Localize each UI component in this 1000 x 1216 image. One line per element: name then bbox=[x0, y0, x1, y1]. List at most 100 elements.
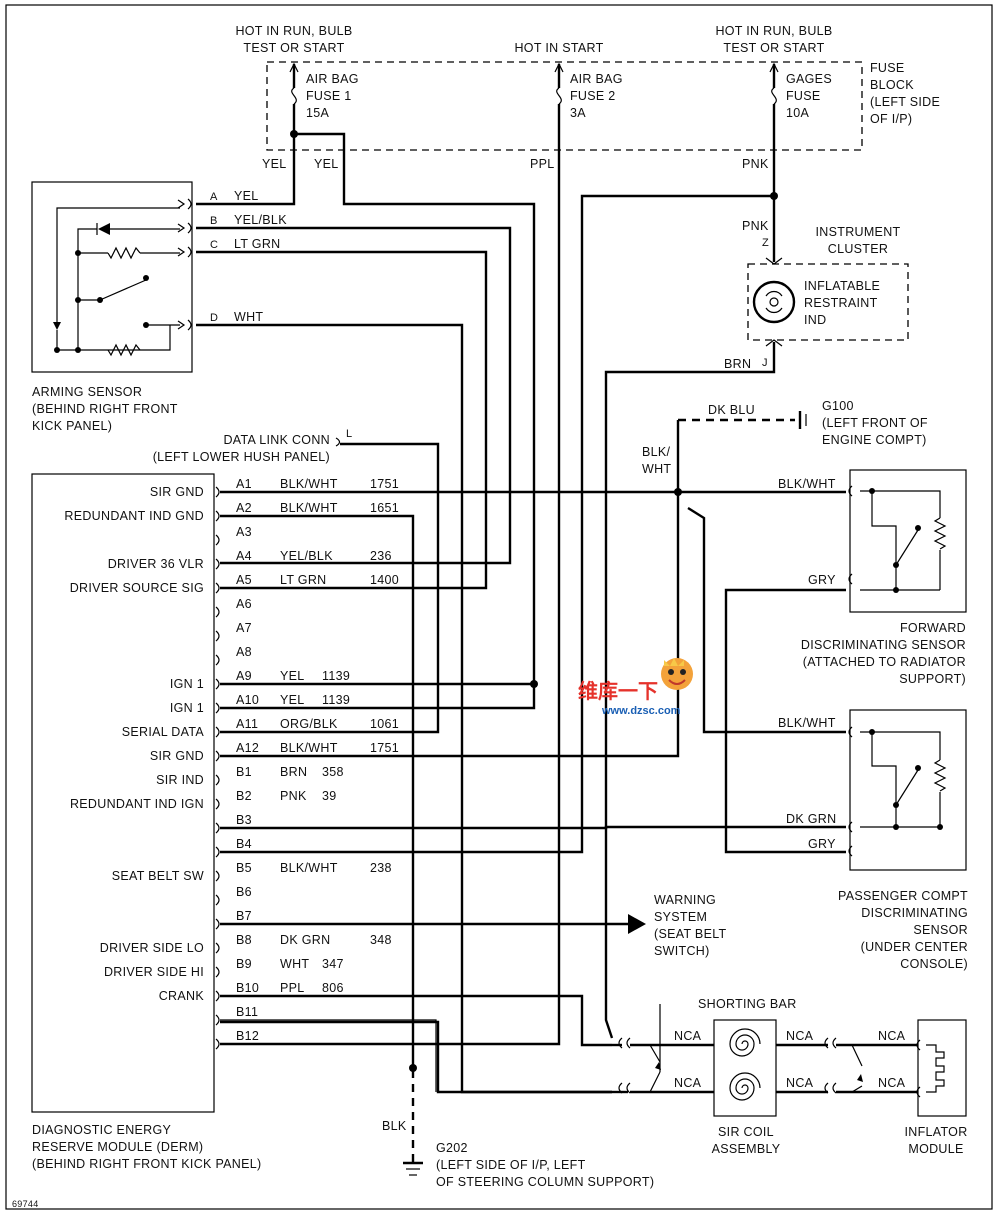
derm-func-B2: REDUNDANT IND IGN bbox=[70, 797, 204, 811]
derm-wire-A10: YEL bbox=[280, 693, 305, 707]
forward-label-line-1: DISCRIMINATING SENSOR bbox=[801, 638, 966, 652]
watermark-url: www.dzsc.com bbox=[601, 705, 681, 717]
derm-wire-B2: PNK bbox=[280, 789, 307, 803]
arming-sensor-box bbox=[31, 181, 193, 373]
derm-connector-B11 bbox=[215, 1014, 220, 1026]
derm-pin-A10: A10 bbox=[236, 693, 259, 707]
derm-connector-B8 bbox=[215, 942, 220, 954]
g100-line-0: G100 bbox=[822, 399, 854, 413]
derm-wire-A5: LT GRN bbox=[280, 573, 326, 587]
fuse-airbag1-line-1: FUSE 1 bbox=[306, 89, 352, 103]
derm-circuit-A10: 1139 bbox=[322, 693, 350, 707]
g100-line-2: ENGINE COMPT) bbox=[822, 433, 927, 447]
derm-circuit-A12: 1751 bbox=[370, 741, 399, 755]
derm-pin-B4: B4 bbox=[236, 837, 252, 851]
derm-pin-A8: A8 bbox=[236, 645, 252, 659]
data-link-line-1: (LEFT LOWER HUSH PANEL) bbox=[153, 450, 330, 464]
derm-pin-B11: B11 bbox=[236, 1005, 258, 1019]
nca-label-1: NCA bbox=[674, 1029, 702, 1043]
derm-func-B10: CRANK bbox=[159, 989, 205, 1003]
pass-wire-dk-grn: DK GRN bbox=[786, 812, 836, 826]
derm-connector-B1 bbox=[215, 774, 220, 786]
derm-pin-B10: B10 bbox=[236, 981, 259, 995]
derm-connector-A1 bbox=[215, 486, 220, 498]
derm-wire-B10: PPL bbox=[280, 981, 305, 995]
derm-circuit-A4: 236 bbox=[370, 549, 392, 563]
wire-label-dk-blu: DK BLU bbox=[708, 403, 755, 417]
squib-icon bbox=[926, 1044, 945, 1093]
figure-id: 69744 bbox=[12, 1199, 39, 1209]
nca-label-5: NCA bbox=[878, 1029, 906, 1043]
derm-wire-A1: BLK/WHT bbox=[280, 477, 338, 491]
cluster-ind-line-0: INFLATABLE bbox=[804, 279, 880, 293]
fuse2-symbol bbox=[556, 87, 562, 105]
hot-airbag2-line-0: HOT IN START bbox=[514, 41, 603, 55]
arming-connector-A bbox=[187, 198, 192, 210]
derm-pin-A11: A11 bbox=[236, 717, 258, 731]
derm-func-B5: SEAT BELT SW bbox=[112, 869, 204, 883]
derm-circuit-B8: 348 bbox=[370, 933, 392, 947]
switch-icon bbox=[895, 769, 919, 806]
fuse-block-label-line-2: (LEFT SIDE bbox=[870, 95, 940, 109]
derm-connector-A8 bbox=[215, 654, 220, 666]
fuse-airbag1-line-2: 15A bbox=[306, 106, 330, 120]
resistor-icon bbox=[933, 759, 947, 792]
cluster-ind-line-1: RESTRAINT bbox=[804, 296, 878, 310]
derm-pin-A5: A5 bbox=[236, 573, 252, 587]
watermark-cn: 维库一下 bbox=[578, 679, 658, 703]
fwd-wire-gry: GRY bbox=[808, 573, 836, 587]
fuse1-symbol bbox=[291, 87, 297, 105]
derm-connector-B6 bbox=[215, 894, 220, 906]
derm-label-line-1: RESERVE MODULE (DERM) bbox=[32, 1140, 203, 1154]
forward-label-line-3: SUPPORT) bbox=[899, 672, 966, 686]
shorting-bar-label: SHORTING BAR bbox=[698, 997, 797, 1011]
derm-circuit-A1: 1751 bbox=[370, 477, 399, 491]
derm-circuit-B10: 806 bbox=[322, 981, 344, 995]
wire-label-ppl: PPL bbox=[530, 157, 555, 171]
wire-harness bbox=[196, 132, 846, 1094]
nca-label-6: NCA bbox=[878, 1076, 906, 1090]
passenger-label-line-4: CONSOLE) bbox=[900, 957, 968, 971]
derm-pin-B8: B8 bbox=[236, 933, 252, 947]
hot-label-airbag2: HOT IN START bbox=[514, 41, 603, 55]
arming-wire-D: WHT bbox=[234, 310, 263, 324]
derm-pin-A9: A9 bbox=[236, 669, 252, 683]
cluster-label-line-1: CLUSTER bbox=[828, 242, 888, 256]
derm-connector-A12 bbox=[215, 750, 220, 762]
arming-pin-A: A bbox=[210, 191, 218, 203]
resistor-icon bbox=[107, 343, 141, 357]
arming-connector-C bbox=[187, 246, 192, 258]
coil-spiral-icon bbox=[729, 1028, 761, 1057]
wire-label-blk-wht: BLK/WHT bbox=[642, 445, 671, 476]
arming-pin-C: C bbox=[210, 239, 218, 251]
derm-func-A9: IGN 1 bbox=[170, 677, 204, 691]
warning-label-line-3: SWITCH) bbox=[654, 944, 710, 958]
arming-pin-D: D bbox=[210, 312, 218, 324]
fuse-airbag1-line-0: AIR BAG bbox=[306, 72, 359, 86]
derm-func-A10: IGN 1 bbox=[170, 701, 204, 715]
derm-func-B8: DRIVER SIDE LO bbox=[100, 941, 204, 955]
switch-icon bbox=[99, 279, 147, 301]
g202-line-1: (LEFT SIDE OF I/P, LEFT bbox=[436, 1158, 586, 1172]
hot-gages-line-0: HOT IN RUN, BULB bbox=[715, 24, 832, 38]
fuse-gages-line-2: 10A bbox=[786, 106, 810, 120]
pass-wire-blk-wht: BLK/WHT bbox=[778, 716, 836, 730]
blk-wht-line-0: BLK/ bbox=[642, 445, 671, 459]
arming-label-line-2: KICK PANEL) bbox=[32, 419, 112, 433]
diode-icon bbox=[53, 322, 61, 330]
nca-label-3: NCA bbox=[786, 1029, 814, 1043]
derm-pin-A1: A1 bbox=[236, 477, 252, 491]
derm-pin-B1: B1 bbox=[236, 765, 252, 779]
derm-circuit-B9: 347 bbox=[322, 957, 344, 971]
fuse-block-label-line-0: FUSE bbox=[870, 61, 905, 75]
warning-label-line-0: WARNING bbox=[654, 893, 716, 907]
passenger-sensor-box bbox=[849, 709, 967, 871]
